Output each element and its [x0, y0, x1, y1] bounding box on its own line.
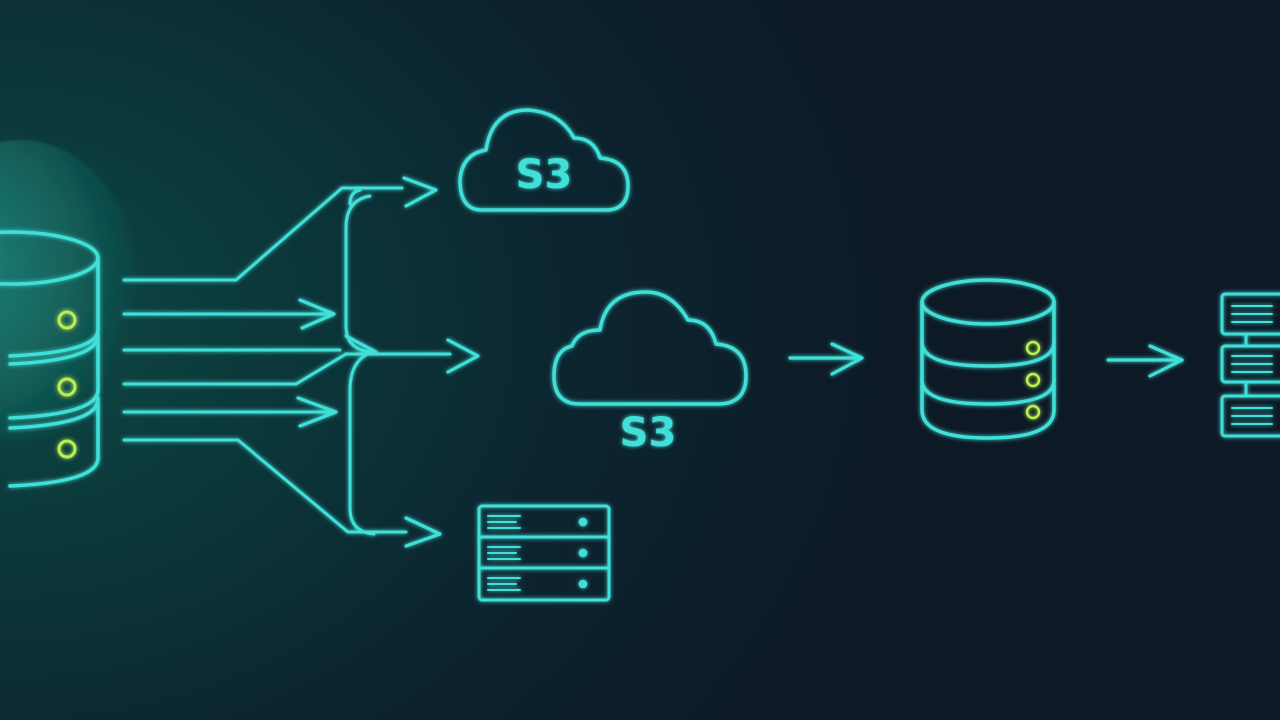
arrow-right-icon: [404, 516, 442, 548]
status-led-icon: [1025, 404, 1041, 420]
flow-arrow-db-to-servers: [1106, 344, 1184, 378]
status-led-icon: [57, 377, 77, 397]
status-led-icon: [578, 517, 588, 527]
junction-bracket: [344, 194, 376, 536]
s3-cloud-top: [458, 108, 630, 212]
cloud-icon: [458, 108, 630, 212]
server-stack-icon: [1220, 292, 1280, 438]
cloud-center-label: S3: [620, 410, 677, 456]
arrow-right-icon: [446, 338, 480, 374]
arrowheads: [296, 176, 480, 548]
cloud-top-label: S3: [516, 152, 573, 198]
arrow-right-icon: [402, 176, 438, 208]
connector-line: [344, 334, 378, 354]
arrow-right-icon: [830, 342, 864, 376]
status-led-icon: [578, 548, 588, 558]
arrow-right-icon: [298, 298, 336, 330]
source-database-icon: [0, 140, 140, 488]
status-led-icon: [1025, 340, 1041, 356]
connector-line: [122, 352, 348, 386]
junction-bracket: [348, 188, 362, 206]
status-led-icon: [578, 579, 588, 589]
server-rack-icon: [477, 504, 611, 602]
target-database-icon: [920, 278, 1056, 440]
status-led-icon: [1025, 372, 1041, 388]
connector-line: [122, 438, 408, 534]
connector-line: [122, 186, 404, 282]
arrow-right-icon: [296, 396, 338, 428]
flow-arrow-cloud-to-db: [788, 342, 864, 376]
status-led-icon: [57, 439, 77, 459]
cloud-icon: [552, 290, 748, 406]
arrow-right-icon: [1148, 344, 1184, 378]
status-led-icon: [57, 310, 77, 330]
fan-out-connectors: [122, 186, 452, 536]
s3-cloud-center: [552, 290, 748, 406]
